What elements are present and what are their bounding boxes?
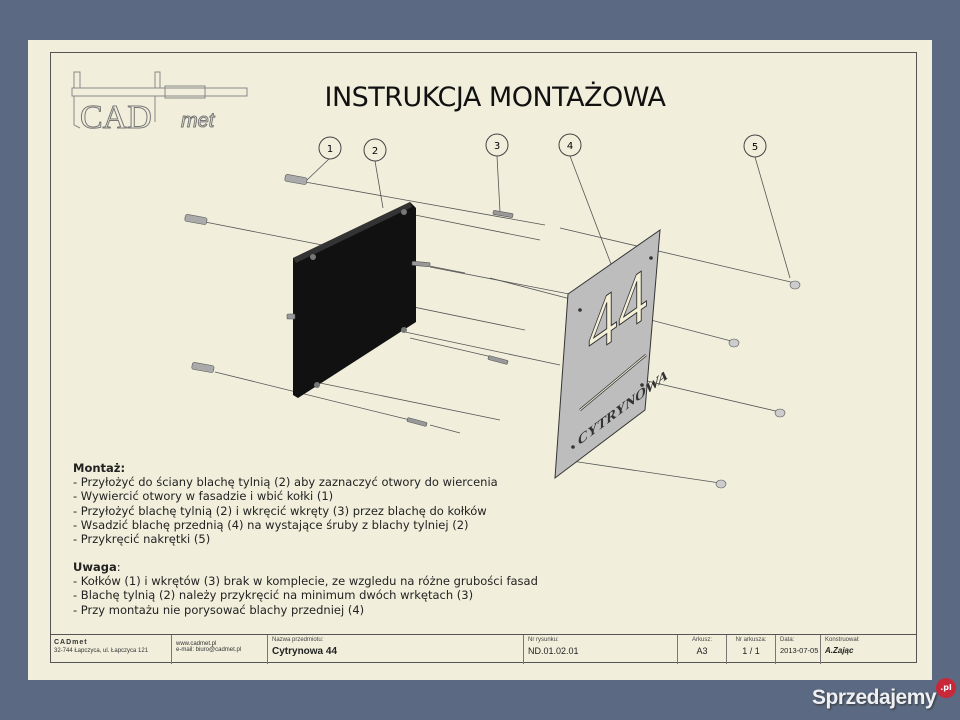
sheet-size-value: A3 bbox=[696, 646, 708, 656]
montaz-item: - Przyłożyć blachę tylnią (2) i wkręcić … bbox=[73, 503, 487, 518]
balloon-2: 2 bbox=[363, 138, 387, 162]
logo-text: CAD bbox=[80, 99, 152, 136]
drawing-number-label: Nr rysunku: bbox=[528, 637, 559, 643]
balloon-label: 4 bbox=[567, 141, 573, 152]
watermark: Sprzedajemy bbox=[812, 686, 937, 709]
drawing-frame bbox=[50, 52, 917, 663]
montaz-item: - Przyłożyć do ściany blachę tylnią (2) … bbox=[73, 475, 498, 490]
uwaga-colon: : bbox=[116, 560, 121, 574]
company-name: CADmet bbox=[54, 639, 88, 646]
designer-cell: Konstruował: A.Zając bbox=[821, 635, 917, 664]
sheet-number-value: 1 / 1 bbox=[742, 646, 760, 656]
screws bbox=[286, 210, 514, 427]
logo-subtext: met bbox=[181, 110, 216, 132]
balloon-5: 5 bbox=[743, 134, 767, 158]
item-name-cell: Nazwa przedmiotu: Cytrynowa 44 bbox=[268, 635, 524, 664]
balloon-label: 2 bbox=[372, 146, 378, 157]
date-label: Data: bbox=[780, 637, 795, 643]
company-address: 32-744 Łapczyca, ul. Łapczyca 121 bbox=[54, 648, 149, 654]
drawing-number-cell: Nr rysunku: ND.01.02.01 bbox=[524, 635, 678, 664]
wall-anchors bbox=[184, 174, 308, 373]
uwaga-heading: Uwaga bbox=[73, 560, 117, 574]
page-title: INSTRUKCJA MONTAŻOWA bbox=[324, 82, 667, 113]
balloon-4: 4 bbox=[558, 133, 582, 157]
date-cell: Data: 2013-07-05 bbox=[776, 635, 821, 664]
montaz-heading: Montaż: bbox=[73, 461, 126, 475]
title-block: CADmet 32-744 Łapczyca, ul. Łapczyca 121… bbox=[50, 634, 917, 664]
montaz-item: - Wywiercić otwory w fasadzie i wbić koł… bbox=[73, 489, 334, 504]
sheet-size-label: Arkusz: bbox=[691, 637, 712, 643]
drawing-sheet bbox=[28, 40, 932, 680]
uwaga-item: - Blachę tylnią (2) należy przykręcić na… bbox=[73, 588, 474, 603]
part-balloons: 1 2 3 4 5 bbox=[318, 133, 767, 162]
balloon-label: 1 bbox=[327, 144, 333, 155]
designer-label: Konstruował: bbox=[825, 637, 860, 643]
cap-nuts bbox=[715, 280, 801, 489]
balloon-label: 5 bbox=[752, 142, 758, 153]
website: www.cadmet.pl bbox=[176, 641, 217, 647]
sheet-size-cell: Arkusz: A3 bbox=[678, 635, 727, 664]
sheet-number-cell: Nr arkusza: 1 / 1 bbox=[727, 635, 776, 664]
sheet-number-label: Nr arkusza: bbox=[735, 637, 767, 643]
date-value: 2013-07-05 bbox=[780, 646, 819, 655]
email: e-mail: biuro@cadmet.pl bbox=[176, 647, 242, 653]
balloon-3: 3 bbox=[485, 133, 509, 157]
montaz-notes: Montaż: - Przyłożyć do ściany blachę tyl… bbox=[73, 461, 498, 546]
balloon-1: 1 bbox=[318, 136, 342, 160]
balloon-label: 3 bbox=[494, 141, 500, 152]
drawing-number-value: ND.01.02.01 bbox=[528, 646, 579, 656]
uwaga-item: - Przy montażu nie porysować blachy prze… bbox=[73, 602, 365, 617]
back-plate bbox=[293, 202, 416, 398]
cadmet-logo: CAD met bbox=[71, 71, 248, 137]
watermark-badge: .pl bbox=[936, 678, 956, 698]
item-name-value: Cytrynowa 44 bbox=[272, 646, 338, 657]
designer-value: A.Zając bbox=[825, 646, 854, 655]
company-cell: CADmet 32-744 Łapczyca, ul. Łapczyca 121 bbox=[50, 635, 172, 664]
item-name-label: Nazwa przedmiotu: bbox=[272, 637, 324, 643]
uwaga-item: - Kołków (1) i wkrętów (3) brak w komple… bbox=[73, 574, 538, 589]
montaz-item: - Przykręcić nakrętki (5) bbox=[73, 532, 211, 547]
montaz-item: - Wsadzić blachę przednią (4) na wystają… bbox=[73, 517, 469, 532]
front-plate: 44 CYTRYNOWA bbox=[554, 228, 668, 480]
uwaga-notes: Uwaga: - Kołków (1) i wkrętów (3) brak w… bbox=[73, 560, 538, 617]
contact-cell: www.cadmet.pl e-mail: biuro@cadmet.pl bbox=[172, 635, 268, 664]
